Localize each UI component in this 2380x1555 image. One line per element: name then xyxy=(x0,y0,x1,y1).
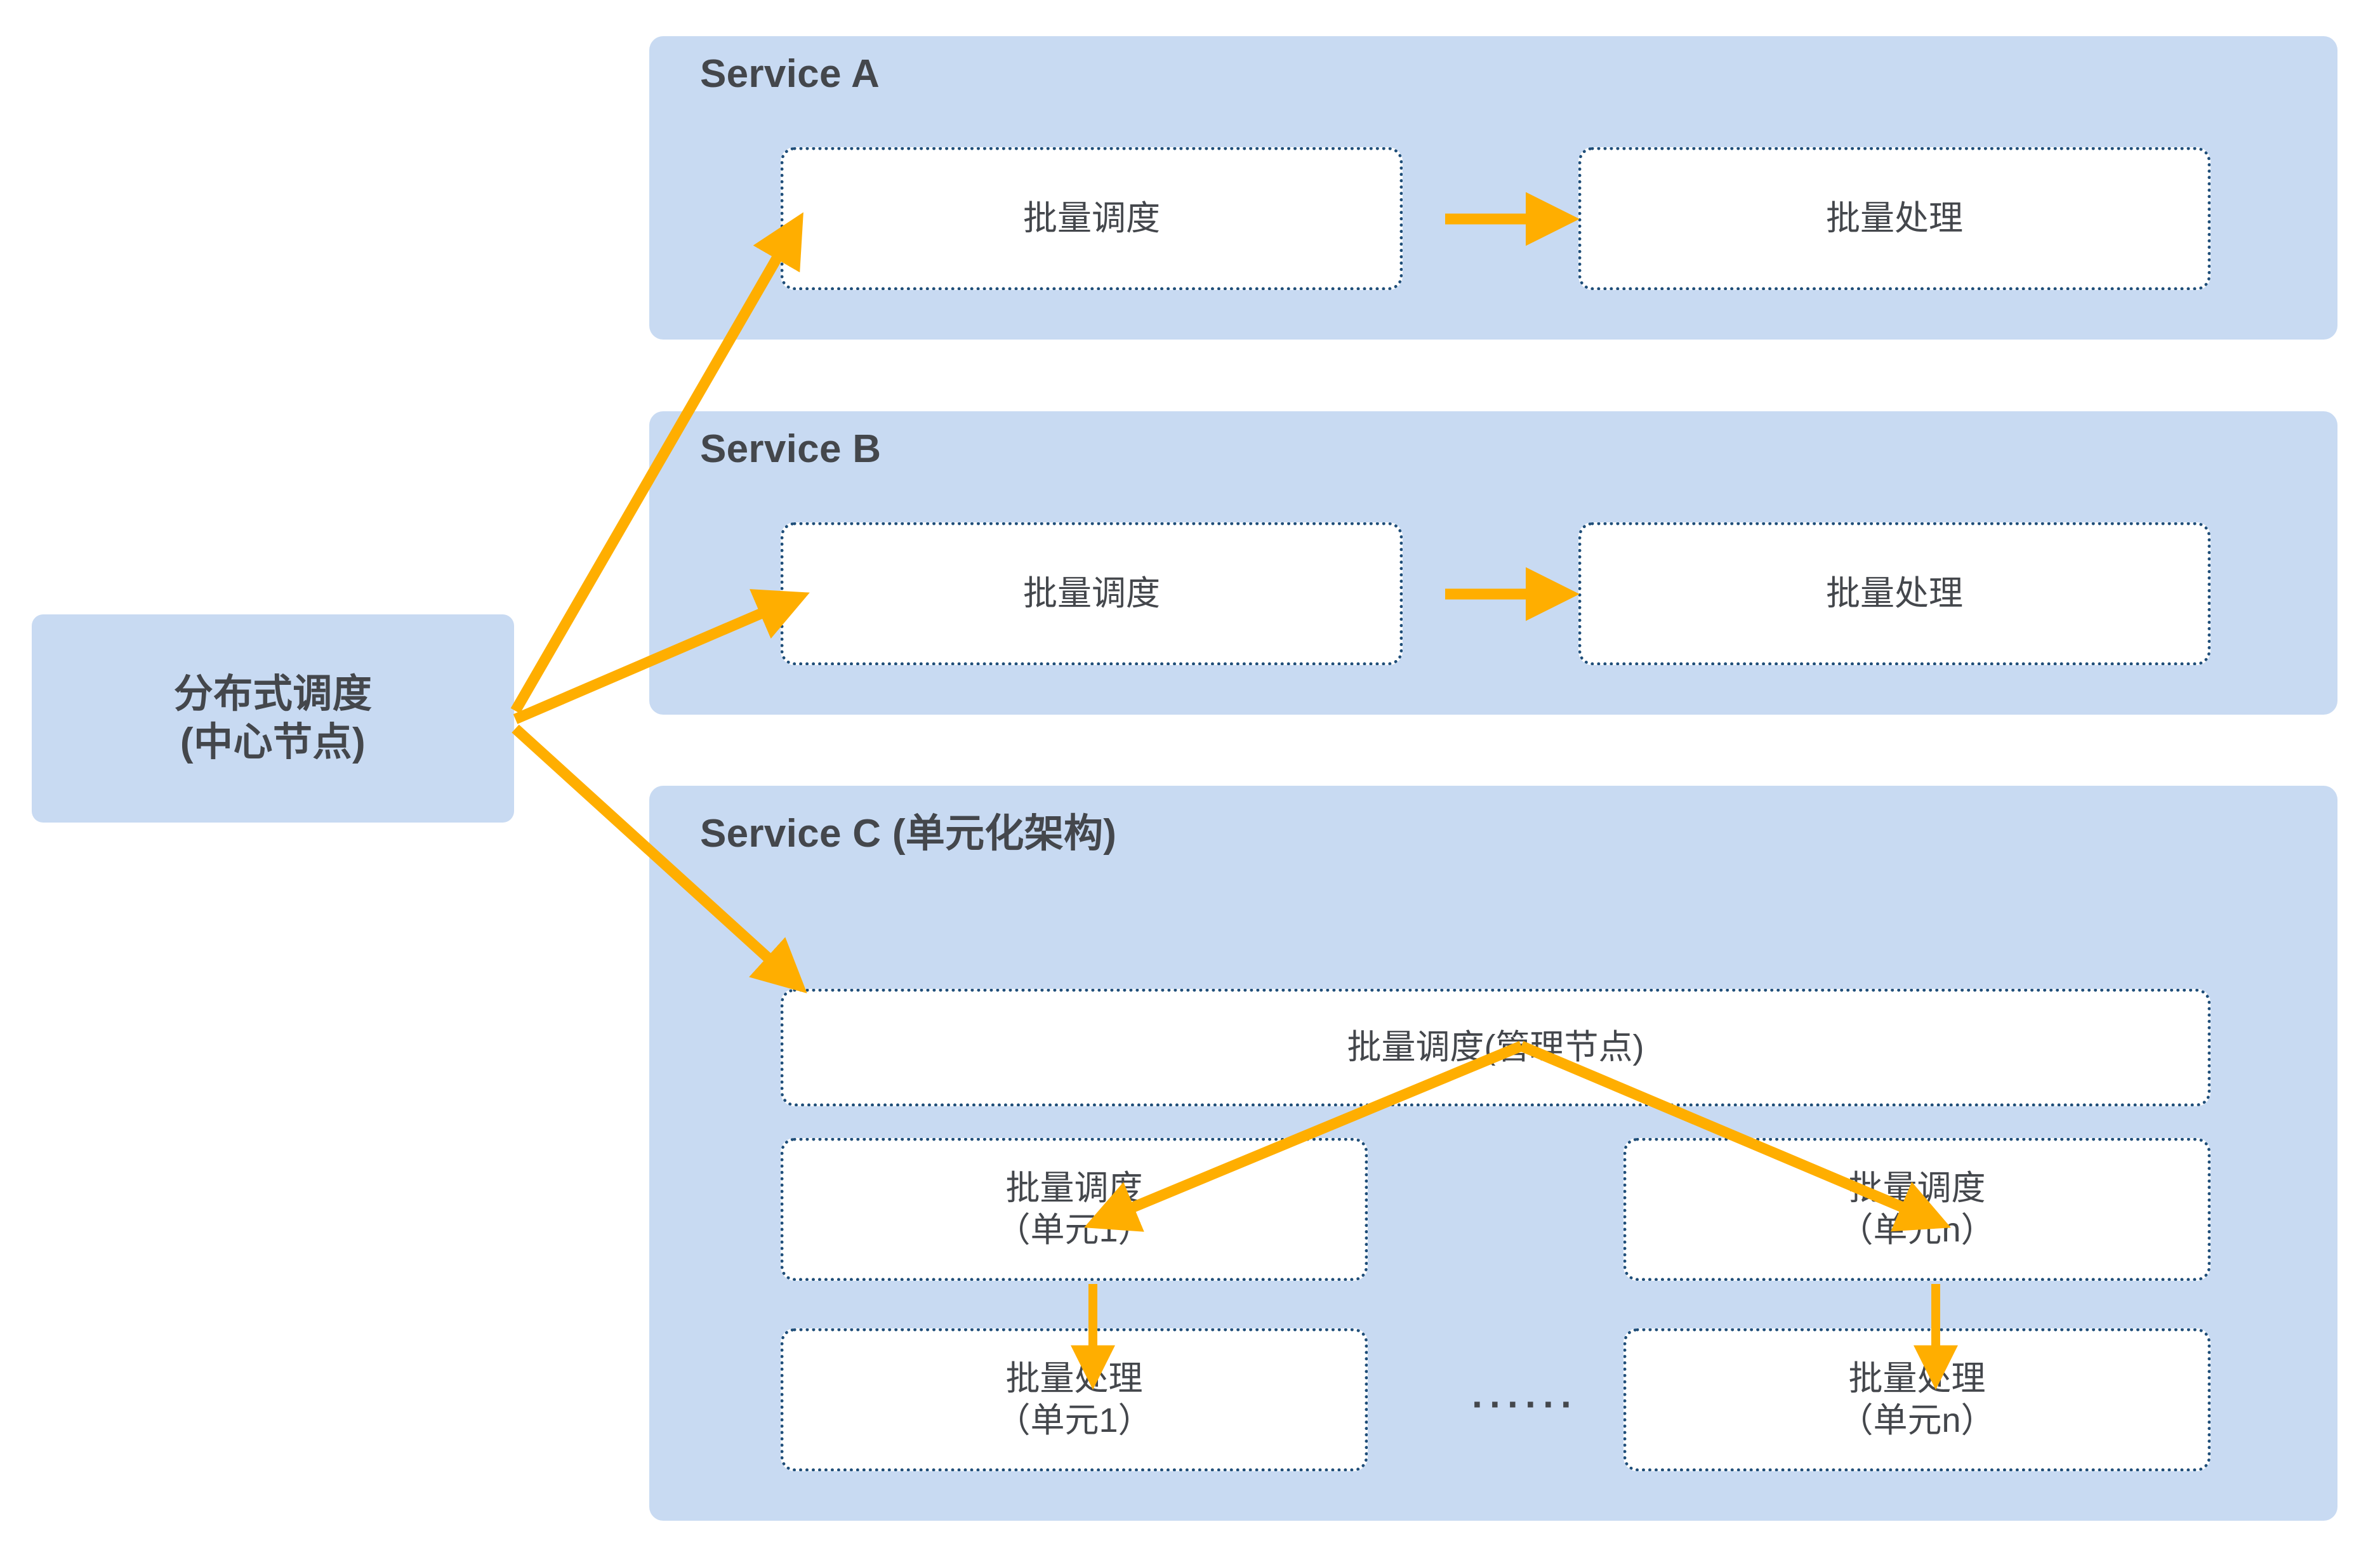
service-c-unit1-scheduler-label: 批量调度 （单元1） xyxy=(989,1168,1158,1252)
service-c-manager-node-box[interactable]: 批量调度(管理节点) xyxy=(781,989,2211,1106)
service-c-unit1-processor-line1: 批量处理 xyxy=(1005,1359,1143,1398)
service-b-batch-scheduler-box[interactable]: 批量调度 xyxy=(781,522,1403,665)
service-a-batch-scheduler-box[interactable]: 批量调度 xyxy=(781,147,1403,290)
service-c-unitn-scheduler-label: 批量调度 （单元n） xyxy=(1832,1168,2001,1252)
center-node-line2: (中心节点) xyxy=(180,720,366,764)
service-b-title: Service B xyxy=(700,427,882,471)
service-c-unit1-scheduler-box[interactable]: 批量调度 （单元1） xyxy=(781,1138,1368,1281)
service-a-batch-processor-box[interactable]: 批量处理 xyxy=(1578,147,2211,290)
service-panel-c[interactable]: Service C (单元化架构) 批量调度(管理节点) 批量调度 （单元1） … xyxy=(649,786,2337,1521)
service-c-unitn-processor-line1: 批量处理 xyxy=(1848,1359,1986,1398)
service-c-unitn-processor-box[interactable]: 批量处理 （单元n） xyxy=(1623,1328,2211,1471)
service-c-unitn-scheduler-box[interactable]: 批量调度 （单元n） xyxy=(1623,1138,2211,1281)
service-a-batch-scheduler-label: 批量调度 xyxy=(1023,199,1160,237)
service-panel-b[interactable]: Service B 批量调度 批量处理 xyxy=(649,411,2337,715)
service-b-batch-scheduler-label: 批量调度 xyxy=(1023,574,1160,612)
service-c-unit1-processor-line2: （单元1） xyxy=(996,1401,1153,1439)
service-b-batch-processor-box[interactable]: 批量处理 xyxy=(1578,522,2211,665)
service-c-unit1-scheduler-line2: （单元1） xyxy=(996,1210,1153,1249)
center-node-line1: 分布式调度 xyxy=(173,672,373,717)
center-node-label: 分布式调度 (中心节点) xyxy=(174,670,373,766)
center-node-distributed-scheduler[interactable]: 分布式调度 (中心节点) xyxy=(32,614,514,823)
service-c-unit1-processor-box[interactable]: 批量处理 （单元1） xyxy=(781,1328,1368,1471)
service-panel-a[interactable]: Service A 批量调度 批量处理 xyxy=(649,36,2337,340)
service-b-batch-processor-label: 批量处理 xyxy=(1826,574,1963,612)
service-c-unitn-processor-label: 批量处理 （单元n） xyxy=(1832,1358,2001,1442)
service-c-unitn-scheduler-line2: （单元n） xyxy=(1839,1210,1995,1249)
service-c-unitn-processor-line2: （单元n） xyxy=(1839,1401,1995,1439)
service-c-manager-node-label: 批量调度(管理节点) xyxy=(1347,1028,1644,1066)
service-c-unit1-scheduler-line1: 批量调度 xyxy=(1005,1168,1143,1207)
service-c-unit1-processor-label: 批量处理 （单元1） xyxy=(989,1358,1158,1442)
service-c-title: Service C (单元化架构) xyxy=(700,812,1117,856)
service-c-unitn-scheduler-line1: 批量调度 xyxy=(1848,1168,1986,1207)
service-a-title: Service A xyxy=(700,52,880,96)
service-a-batch-processor-label: 批量处理 xyxy=(1826,199,1963,237)
service-c-units-ellipsis: ······ xyxy=(1472,1383,1578,1426)
